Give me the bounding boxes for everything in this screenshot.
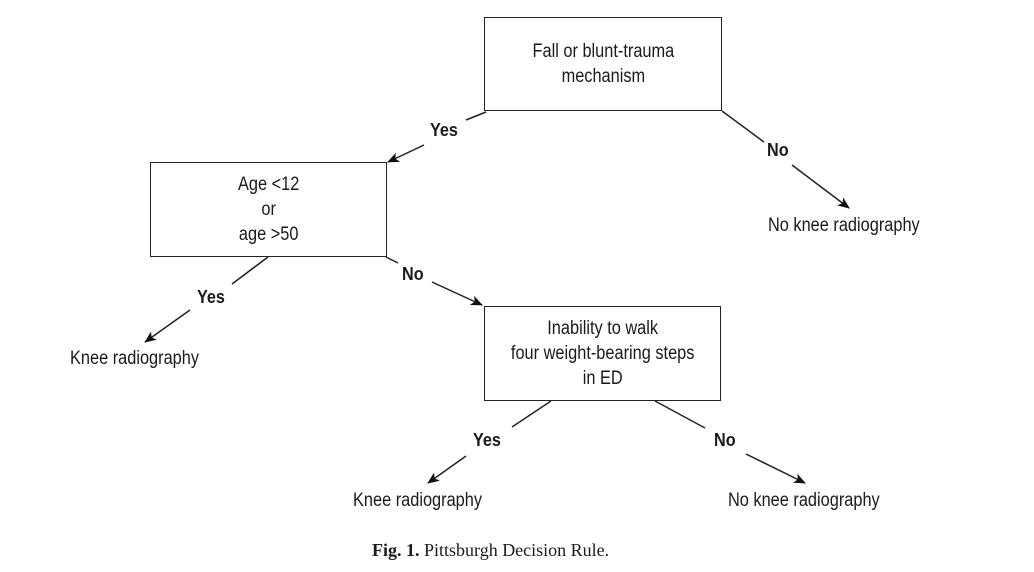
node-age-criteria: Age <12 or age >50: [150, 162, 387, 257]
edge-age-yes-line-a: [231, 256, 269, 285]
outcome-knee-radiography-bottom: Knee radiography: [353, 490, 482, 511]
edge-walk-no-line-a: [654, 400, 706, 429]
edge-label-mechanism-yes: Yes: [430, 120, 458, 140]
figure-caption: Fig. 1. Pittsburgh Decision Rule.: [372, 540, 609, 561]
outcome-no-knee-radiography-bottom: No knee radiography: [728, 490, 880, 511]
edge-mechanism-no-line-b: [791, 164, 850, 209]
node-inability-to-walk: Inability to walk four weight-bearing st…: [484, 306, 721, 401]
edge-age-no-line-b: [431, 281, 483, 306]
edge-label-mechanism-no: No: [767, 140, 789, 160]
figure-caption-text: Pittsburgh Decision Rule.: [419, 540, 610, 560]
edge-label-walk-yes: Yes: [473, 430, 501, 450]
edge-walk-yes-line-b: [427, 455, 467, 484]
edge-label-age-yes: Yes: [197, 287, 225, 307]
figure-caption-label: Fig. 1.: [372, 540, 420, 560]
edge-mechanism-yes-line-a: [465, 111, 487, 121]
outcome-knee-radiography-left: Knee radiography: [70, 348, 199, 369]
node-age-criteria-text: Age <12 or age >50: [237, 174, 300, 245]
node-fall-mechanism: Fall or blunt-trauma mechanism: [484, 17, 722, 111]
edge-label-walk-no: No: [714, 430, 736, 450]
edge-walk-no-line-b: [745, 453, 806, 484]
edge-age-yes-line-b: [144, 309, 191, 343]
edge-label-age-no: No: [402, 264, 424, 284]
edge-age-no-line-a: [385, 256, 399, 264]
outcome-no-knee-radiography-top: No knee radiography: [768, 215, 920, 236]
node-fall-mechanism-text: Fall or blunt-trauma mechanism: [532, 41, 674, 87]
edge-walk-yes-line-a: [511, 400, 552, 428]
edge-mechanism-yes-line-b: [387, 144, 425, 163]
node-inability-to-walk-text: Inability to walk four weight-bearing st…: [510, 318, 695, 389]
edge-mechanism-no-line-a: [721, 110, 765, 143]
